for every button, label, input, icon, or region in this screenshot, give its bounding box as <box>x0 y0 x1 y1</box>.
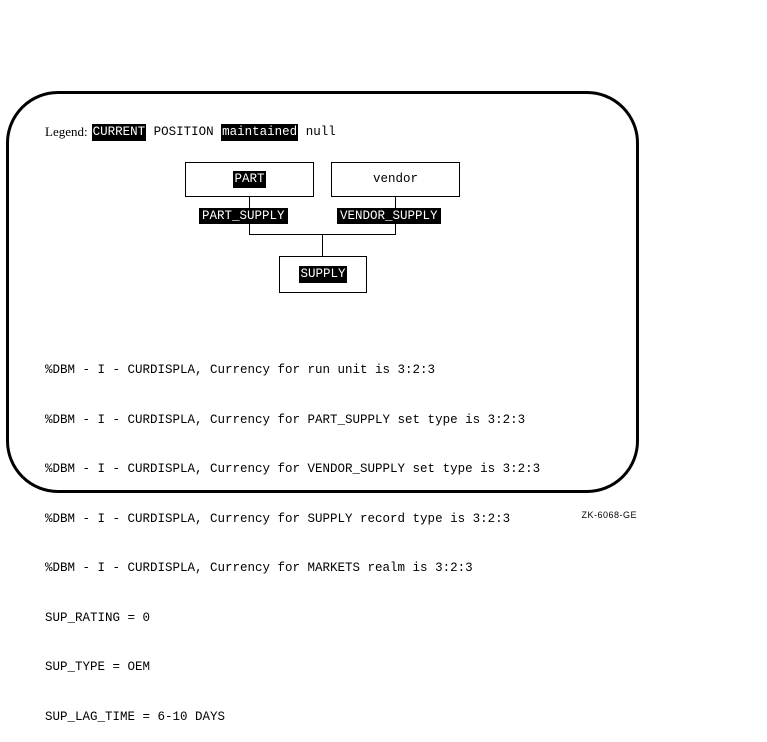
legend-label: Legend: <box>45 124 88 140</box>
supply-record-label: SUPPLY <box>299 266 347 283</box>
connector-supply <box>322 234 323 256</box>
legend: Legend: CURRENT POSITION maintained null <box>45 124 336 141</box>
vendor-record-label: vendor <box>372 172 418 187</box>
message-line: SUP_LAG_TIME = 6-10 DAYS <box>45 709 226 724</box>
vendor-record-box: vendor <box>331 162 460 197</box>
part-record-label: PART <box>233 171 266 188</box>
terminal-screen-frame <box>6 91 639 493</box>
message-line: %DBM - I - CURDISPLA, Currency for run u… <box>45 363 436 377</box>
legend-maintained: maintained <box>221 124 299 141</box>
message-output: %DBM - I - CURDISPLA, Currency for run u… <box>45 329 540 742</box>
legend-position: POSITION <box>153 125 214 139</box>
set-label-vendor-supply: VENDOR_SUPPLY <box>337 208 441 224</box>
legend-null: null <box>305 125 336 139</box>
message-line: SUP_RATING = 0 <box>45 610 151 625</box>
message-line: %DBM - I - CURDISPLA, Currency for PART_… <box>45 412 526 427</box>
figure-caption: ZK-6068-GE <box>581 510 637 520</box>
message-line: SUP_TYPE = OEM <box>45 660 151 674</box>
set-label-part-supply: PART_SUPPLY <box>199 208 288 224</box>
supply-record-box: SUPPLY <box>279 256 367 293</box>
message-line: %DBM - I - CURDISPLA, Currency for VENDO… <box>45 462 541 476</box>
message-line: %DBM - I - CURDISPLA, Currency for SUPPL… <box>45 511 511 526</box>
part-record-box: PART <box>185 162 314 197</box>
message-line: %DBM - I - CURDISPLA, Currency for MARKE… <box>45 561 473 575</box>
legend-current: CURRENT <box>91 124 147 141</box>
